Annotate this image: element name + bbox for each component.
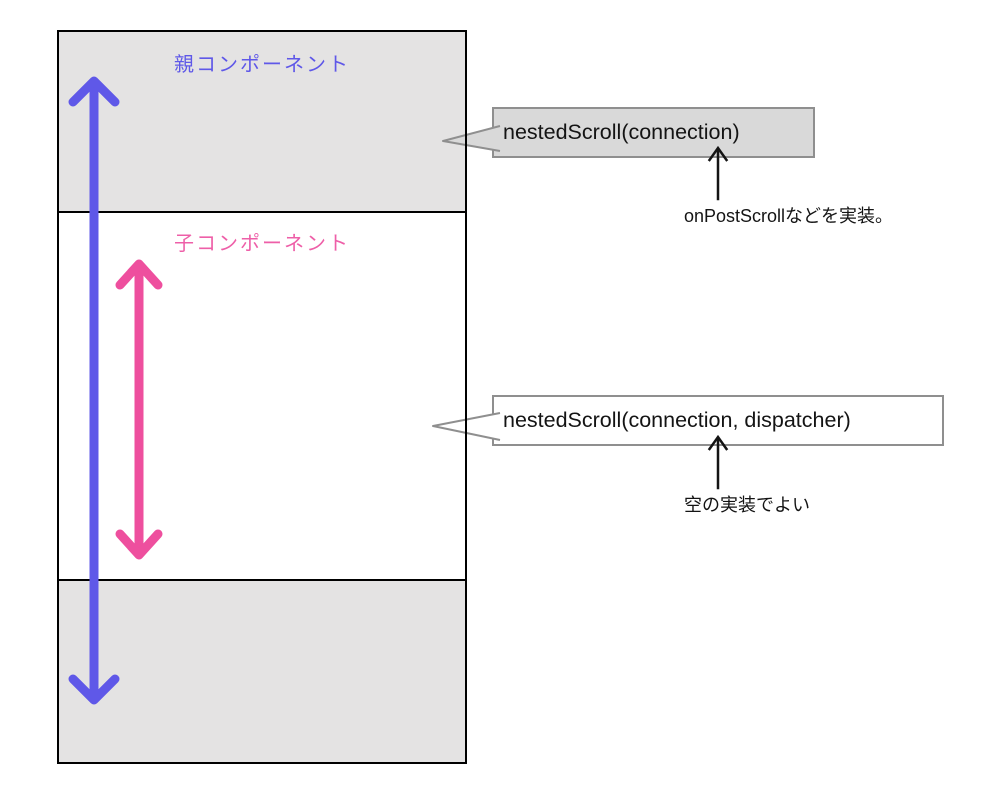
- parent-bottom-section: [59, 581, 465, 762]
- note-onpostscroll: onPostScrollなどを実装。: [684, 206, 894, 226]
- note-empty-implementation: 空の実装でよい: [684, 495, 810, 515]
- component-stack: 親コンポーネント 子コンポーネント: [57, 30, 467, 764]
- parent-component-section: 親コンポーネント: [59, 32, 465, 213]
- parent-component-label: 親コンポーネント: [174, 54, 350, 76]
- child-component-label: 子コンポーネント: [174, 233, 350, 255]
- callout-nestedscroll-connection: nestedScroll(connection): [492, 107, 815, 158]
- callout-top-label: nestedScroll(connection): [503, 120, 740, 144]
- child-component-section: 子コンポーネント: [59, 213, 465, 581]
- callout-bottom-label: nestedScroll(connection, dispatcher): [503, 408, 851, 432]
- callout-nestedscroll-connection-dispatcher: nestedScroll(connection, dispatcher): [492, 395, 944, 446]
